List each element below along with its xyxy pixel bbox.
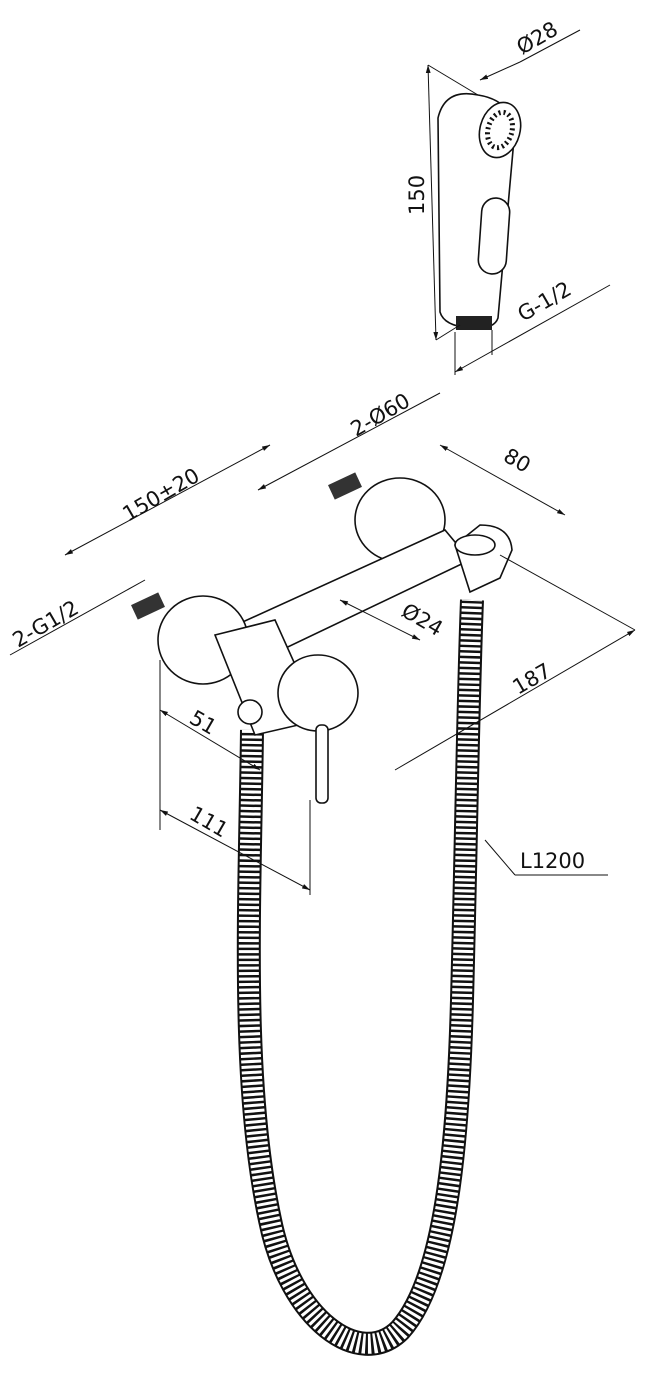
- hose-length-label: L1200: [520, 849, 585, 873]
- hand-shower-head: [437, 93, 522, 330]
- inlet-thread-right: [328, 472, 362, 500]
- holder-offset-label: 80: [500, 444, 535, 478]
- hose: [236, 599, 484, 1356]
- lever: [315, 724, 329, 804]
- total-depth-label: 187: [509, 658, 556, 699]
- head-thread-label: G-1/2: [514, 277, 576, 327]
- mixer-body: [131, 472, 513, 804]
- thread-connector: [456, 316, 492, 330]
- flange-diameter-label: 2-Ø60: [347, 388, 415, 441]
- head-length-label: 150: [405, 175, 429, 215]
- outlet-elbow: [237, 699, 263, 725]
- trigger-button: [477, 197, 511, 275]
- shower-holder: [454, 524, 513, 594]
- inlet-thread-label: 2-G1/2: [9, 596, 83, 653]
- handle-knob: [277, 654, 359, 732]
- inlet-thread-left: [131, 592, 165, 620]
- body-diameter-label: Ø24: [398, 599, 447, 641]
- outlet-depth-label: 51: [186, 706, 221, 740]
- center-distance-label: 150±20: [119, 463, 204, 526]
